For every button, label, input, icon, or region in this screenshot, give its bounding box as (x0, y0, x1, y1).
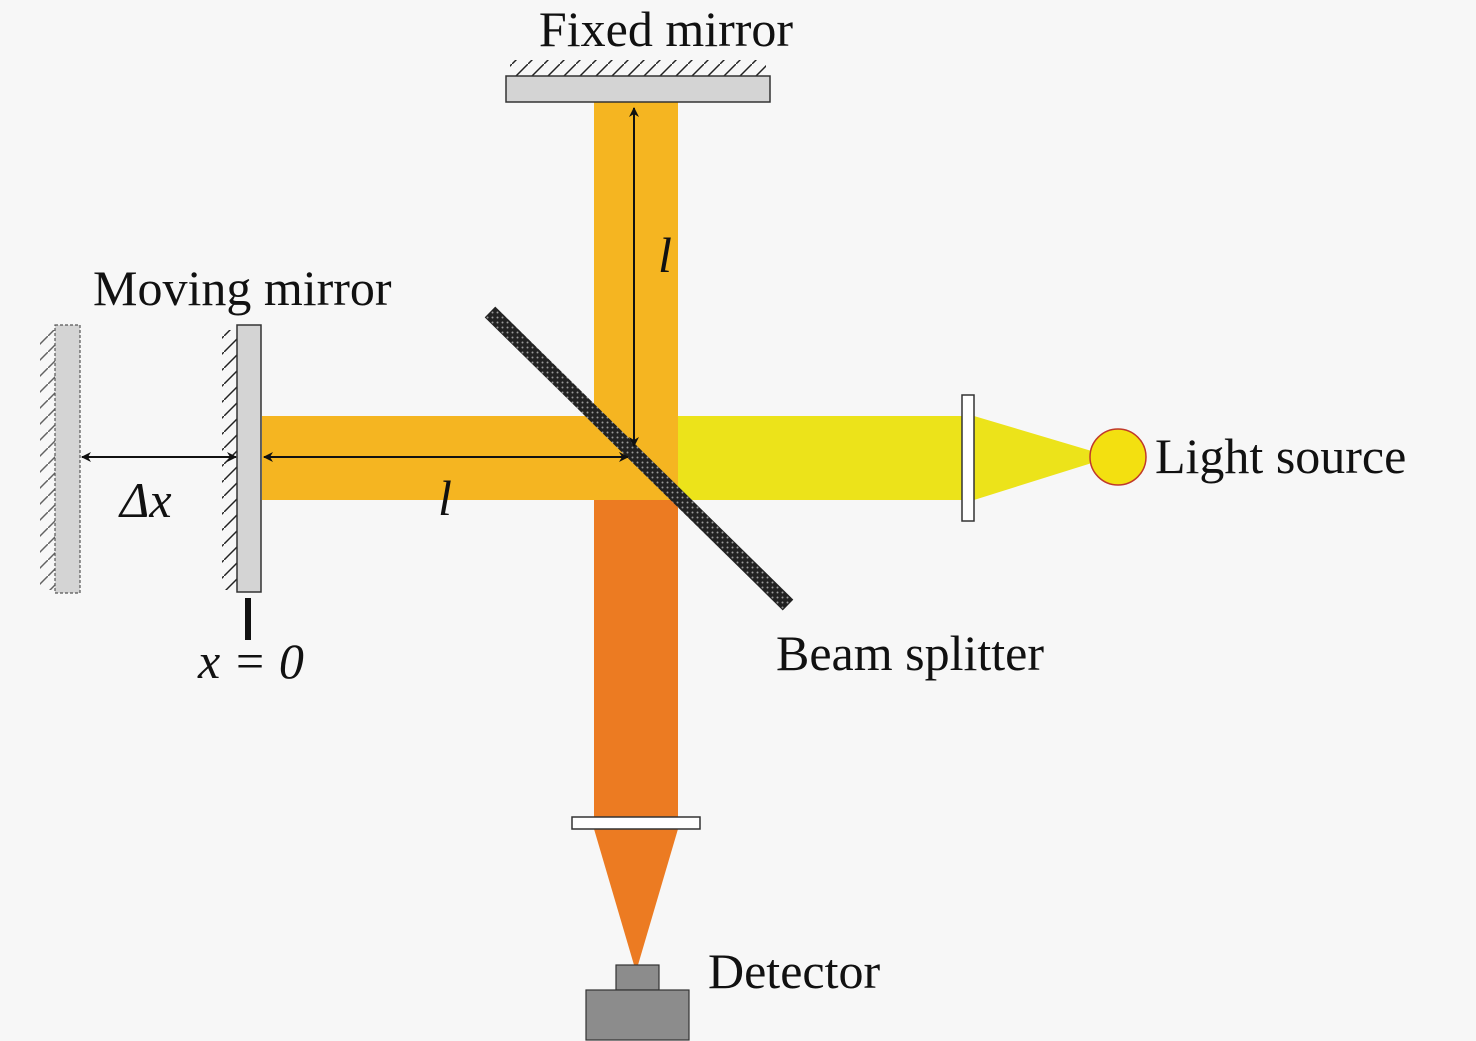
moving-mirror (222, 324, 262, 593)
moving-mirror-label: Moving mirror (93, 260, 392, 316)
beam-from-source (678, 416, 965, 500)
beam-splitter-label: Beam splitter (776, 625, 1044, 681)
origin-label: x = 0 (197, 633, 304, 689)
fixed-mirror-label: Fixed mirror (539, 1, 793, 57)
beam-splitter (484, 306, 794, 611)
horizontal-path-length-label: l (438, 470, 452, 526)
light-source (1089, 428, 1147, 486)
beam-to-fixed-mirror (594, 102, 678, 418)
origin-tick (245, 598, 251, 640)
moving-mirror-displaced (40, 324, 81, 594)
beam-to-detector (594, 500, 678, 818)
vertical-path-length-label: l (658, 227, 672, 283)
light-source-label: Light source (1155, 428, 1406, 484)
fixed-mirror (505, 60, 771, 103)
displacement-label: Δx (118, 472, 172, 528)
detector (585, 964, 690, 1041)
detector-window (571, 816, 701, 830)
source-cone (974, 416, 1095, 500)
source-window (961, 394, 975, 522)
detector-cone (594, 829, 678, 965)
detector-label: Detector (708, 943, 880, 999)
